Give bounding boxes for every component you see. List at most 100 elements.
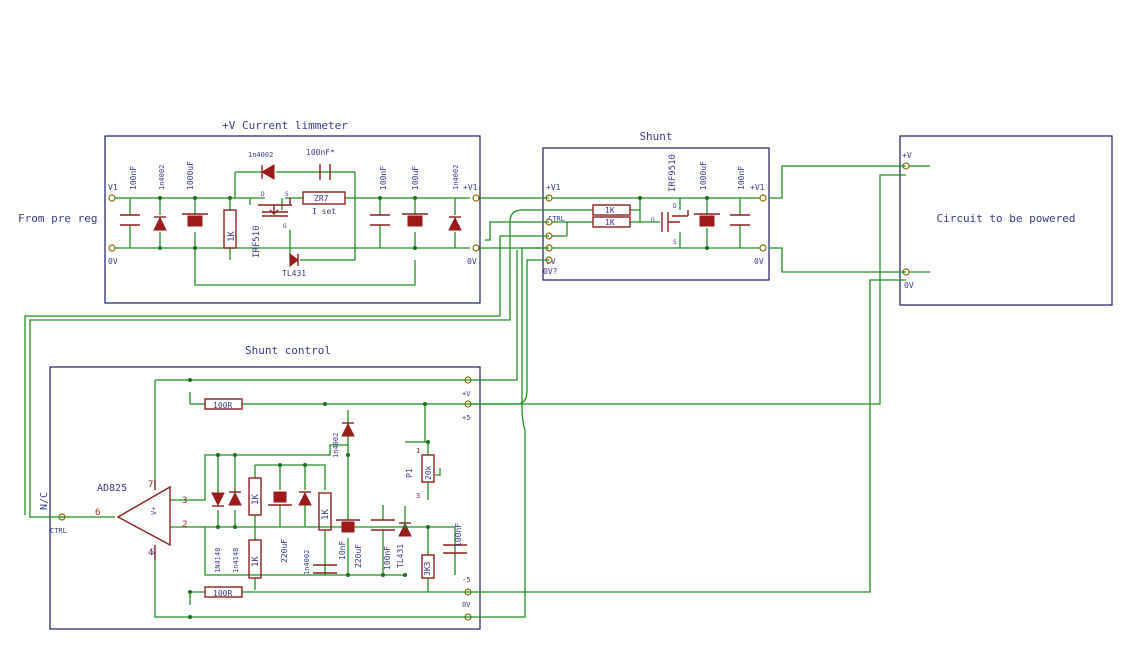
r-100r-bottom-label: 100R xyxy=(213,589,232,598)
capacitor-100nf-shunt[interactable]: 100nF xyxy=(730,166,750,226)
limiter-port-v1[interactable] xyxy=(108,194,116,202)
resistor-3k3[interactable]: 3K3 xyxy=(421,554,435,579)
capacitor-100nf-a-label: 100nF xyxy=(129,166,138,190)
control-pin-neg5-label: -5 xyxy=(462,576,470,584)
load-frame xyxy=(899,135,1113,306)
diode-1n4002-a[interactable]: 1n4002 xyxy=(153,165,167,231)
diode-1n4148[interactable]: 1N4148 xyxy=(211,492,225,573)
control-pin-ctrl-label: CTRL xyxy=(50,527,67,535)
capacitor-220uf-a[interactable]: 220uF xyxy=(268,491,292,563)
opamp-vminus: V- xyxy=(150,547,158,555)
shunt-r1k-b-label: 1K xyxy=(605,218,615,227)
shunt-100nf-label: 100nF xyxy=(737,166,746,190)
capacitor-100nf-a[interactable]: 100nF xyxy=(120,166,140,226)
current-limiter-frame xyxy=(104,135,481,304)
r-1k-c-label: 1K xyxy=(321,509,331,520)
resistor-zr7[interactable]: ZR7 I set xyxy=(302,191,346,216)
limiter-pin-0v-label: 0V xyxy=(108,257,118,266)
resistor-1k-control-b[interactable]: 1K xyxy=(248,539,262,579)
resistor-100r-top[interactable]: 100R xyxy=(204,398,243,410)
shunt-port-v1-out[interactable] xyxy=(759,194,767,202)
c-100nf-b-label: 100nF xyxy=(454,523,463,547)
irf510-pin-g: G xyxy=(283,223,287,230)
opamp-ad825[interactable]: AD825 7 6 3 2 4 V+ V- N/C xyxy=(39,480,187,560)
capacitor-10nf[interactable]: 10nF xyxy=(313,541,347,574)
c-10nf-label: 10nF xyxy=(338,541,347,560)
load-title: Circuit to be powered xyxy=(936,212,1075,225)
irf9510-pin-d: D xyxy=(673,203,677,210)
regulator-tl431-control[interactable]: TL431 xyxy=(396,522,412,568)
mosfet-irf9510[interactable]: IRF9510 G D S xyxy=(651,154,689,246)
capacitor-100nf-b[interactable]: 100nF xyxy=(370,166,390,226)
shunt-port-0v-out[interactable] xyxy=(759,244,767,252)
capacitor-1000uf-a[interactable]: 1000uF xyxy=(182,161,208,227)
shunt-pin-ctrl-label: CTRL xyxy=(548,215,565,223)
opamp-pin4: 4 xyxy=(148,548,153,558)
shunt-frame xyxy=(542,147,770,281)
limiter-pin-v1-out-label: +V1 xyxy=(463,183,478,192)
c-220uf-b-label: 220uF xyxy=(354,544,363,568)
capacitor-100uf[interactable]: 100uF xyxy=(402,166,428,227)
r-1k-b-label: 1K xyxy=(251,556,261,567)
zr7-label: ZR7 xyxy=(314,194,329,203)
r-100r-top-label: 100R xyxy=(213,401,232,410)
diode-1n4002-control-b[interactable]: 1n4002 xyxy=(298,491,312,575)
resistor-100r-bottom[interactable]: 100R xyxy=(204,586,243,598)
tl431-control-label: TL431 xyxy=(396,544,405,568)
irf510-pin-d: D xyxy=(261,191,265,198)
capacitor-100nf-star-label: 100nF* xyxy=(306,148,335,157)
shunt-sheet[interactable]: Shunt +V1 CTRL 0V 0V? +V1 0V 1K 1K IRF95… xyxy=(542,130,770,281)
opamp-vplus: V+ xyxy=(150,507,158,515)
limiter-port-v1-out[interactable] xyxy=(472,194,480,202)
c-100nf-a-label: 100nF xyxy=(383,546,392,570)
diode-1n4002-control[interactable]: 1n4002 xyxy=(332,422,355,458)
p1-label: P1 xyxy=(405,468,414,478)
capacitor-100nf-star[interactable]: 100nF* xyxy=(306,148,335,180)
capacitor-1000uf-a-label: 1000uF xyxy=(186,161,195,190)
opamp-pin2: 2 xyxy=(182,520,187,530)
shunt-title: Shunt xyxy=(639,130,672,143)
resistor-1k-shunt-a[interactable]: 1K xyxy=(592,204,631,216)
regulator-tl431-limiter[interactable]: TL431 xyxy=(282,253,306,278)
capacitor-100nf-control-b[interactable]: 100nF xyxy=(443,523,467,554)
diode-1n4002-b[interactable]: 1n4002 xyxy=(448,165,462,231)
diode-1n4148-b[interactable]: 1n4148 xyxy=(228,491,242,573)
opamp-pin3: 3 xyxy=(182,496,187,506)
mosfet-irf510[interactable]: IRF510 D S G xyxy=(252,191,292,258)
capacitor-100nf-control-a[interactable]: 100nF xyxy=(371,519,395,570)
shunt-control-title: Shunt control xyxy=(245,344,331,357)
r-1k-a-label: 1K xyxy=(251,494,261,505)
capacitor-1000uf-shunt[interactable]: 1000uF xyxy=(694,161,720,227)
limiter-port-0v[interactable] xyxy=(108,244,116,252)
potentiometer-p1[interactable]: P1 20k 1 3 xyxy=(405,447,435,500)
d-1n4002-control-label: 1n4002 xyxy=(332,433,340,458)
capacitor-220uf-b[interactable]: 220uF xyxy=(336,519,363,568)
diode-1n4002-top-label: 1n4002 xyxy=(248,151,273,159)
opamp-pin7: 7 xyxy=(148,480,153,490)
load-sheet[interactable]: Circuit to be powered +V 0V xyxy=(899,135,1113,306)
resistor-1k-control-a[interactable]: 1K xyxy=(248,477,262,516)
capacitor-100nf-b-label: 100nF xyxy=(379,166,388,190)
control-pin-v-label: +V xyxy=(462,390,471,398)
opamp-pin6: 6 xyxy=(95,508,100,518)
irf9510-pin-g: G xyxy=(651,217,655,224)
diode-1n4002-top[interactable]: 1n4002 xyxy=(248,151,275,180)
inter-sheet-wires xyxy=(24,165,906,618)
resistor-1k[interactable]: 1K xyxy=(223,209,237,249)
current-limiter-sheet[interactable]: +V Current limmeter V1 0V +V1 0V 100nF 1… xyxy=(104,119,481,304)
limiter-pin-0v-out-label: 0V xyxy=(467,257,477,266)
p1-value-label: 20k xyxy=(424,465,433,480)
current-limiter-title: +V Current limmeter xyxy=(222,119,348,132)
limiter-port-0v-out[interactable] xyxy=(472,244,480,252)
d-1n4002-b-label: 1n4002 xyxy=(303,550,311,575)
shunt-control-sheet[interactable]: Shunt control +V +5 -5 0V CTRL AD825 7 6… xyxy=(39,344,481,630)
r-3k3-label: 3K3 xyxy=(423,561,432,576)
resistor-1k-shunt-b[interactable]: 1K xyxy=(592,216,631,228)
resistor-1k-control-c[interactable]: 1K xyxy=(318,492,332,531)
tl431-limiter-label: TL431 xyxy=(282,269,306,278)
diode-1n4002-b-label: 1n4002 xyxy=(452,165,460,190)
shunt-pin-v1-label: +V1 xyxy=(546,183,561,192)
irf510-pin-s: S xyxy=(285,191,289,198)
